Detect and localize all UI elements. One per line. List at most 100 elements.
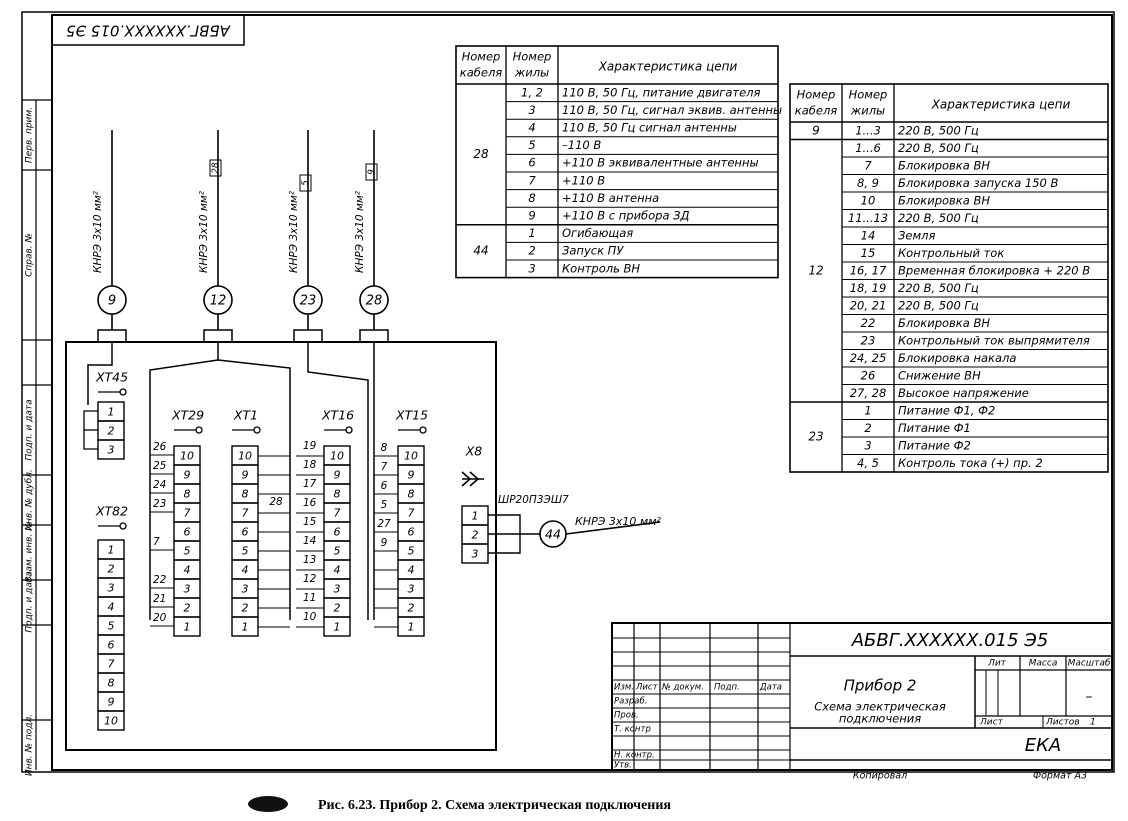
xt16-pin-label: 8: [334, 488, 341, 501]
rotated-doc-code: АБВГ.XXXXXX.015 Э5: [66, 22, 231, 40]
table-circuit-desc: 220 В, 500 Гц: [898, 211, 979, 225]
xt82-pin-label: 6: [108, 639, 115, 652]
xt1-pin-label: 9: [242, 469, 249, 482]
xt29-pin-label: 1: [184, 621, 191, 634]
xt29-pin-label: 5: [184, 545, 191, 558]
xt15-wire-number: 5: [381, 499, 388, 511]
xt16-pin-label: 3: [334, 583, 341, 596]
table-circuit-desc: Блокировка ВН: [898, 316, 990, 330]
binding-strip-label: Подп. и дата: [25, 399, 35, 460]
copied-by: Копировал: [853, 771, 907, 782]
cable-type-label: КНРЭ 3х10 мм²: [288, 190, 300, 273]
table-circuit-desc: 110 В, 50 Гц сигнал антенны: [562, 121, 737, 135]
harness-wire: [149, 342, 219, 620]
table-wire-number: 1, 2: [521, 85, 543, 99]
table-frame: [789, 83, 1109, 473]
binding-strip-label: Инв. № подл.: [25, 714, 35, 776]
xt15-pin-label: 8: [408, 488, 415, 501]
xt82-pin-label: 7: [108, 658, 115, 671]
xt29-wire-number: 25: [153, 460, 167, 472]
xt45-pin-label: 2: [108, 425, 115, 438]
xt1-pin-label: 8: [242, 488, 249, 501]
table-circuit-desc: Контроль ВН: [562, 261, 640, 275]
organization: ЕКА: [1025, 735, 1061, 756]
cable-tag-box: [209, 159, 222, 177]
xt82-pin-label: 4: [108, 601, 115, 614]
table-wire-number: 8, 9: [857, 176, 879, 190]
connector-name: X8: [465, 444, 483, 459]
table-header: кабеля: [795, 104, 838, 118]
xt29-pin-label: 8: [184, 488, 191, 501]
xt29-wire-number: 23: [153, 498, 166, 510]
xt82-pin-label: 2: [108, 563, 115, 576]
table-circuit-desc: Питание Ф2: [898, 438, 971, 452]
stamp-col-header: Лист: [635, 683, 659, 693]
xt82-pin-label: 10: [104, 715, 118, 728]
x8-pin-label: 1: [472, 510, 479, 523]
xt29-wire-number: 20: [153, 612, 167, 624]
stamp-role: Утв.: [614, 761, 632, 771]
stamp-header: Листов: [1045, 718, 1080, 728]
binding-strip-label: Справ. №: [25, 233, 35, 277]
xt15-pin-label: 10: [404, 450, 418, 463]
table-wire-number: 1...3: [855, 123, 881, 137]
doc-code: АБВГ.XXXXXX.015 Э5: [851, 630, 1049, 651]
table-wire-number: 3: [528, 261, 535, 275]
xt29-wire-number: 26: [153, 441, 167, 453]
binding-strip-label: Подп. и дата: [25, 571, 35, 632]
xt15-pin-label: 5: [408, 545, 415, 558]
stamp-role: Т. контр: [614, 725, 651, 735]
xt16-pin-label: 9: [334, 469, 341, 482]
x8-type-label: ШР20П3ЭШ7: [498, 494, 569, 506]
connectors: XT45123XT8212345678910XT2910987654321262…: [83, 342, 661, 731]
table-circuit-desc: Питание Ф1, Ф2: [898, 403, 995, 417]
table-circuit-desc: Питание Ф1: [898, 421, 971, 435]
cable-tag-box: [299, 174, 312, 192]
table-wire-number: 2: [528, 244, 535, 258]
connector-name: XT82: [95, 504, 128, 519]
table-wire-number: 22: [861, 316, 876, 330]
table-circuit-desc: 220 В, 500 Гц: [898, 123, 979, 137]
xt16-pin-label: 6: [334, 526, 341, 539]
xt16-wire-number: 15: [303, 516, 317, 528]
caption-blot: [248, 796, 288, 812]
cable-line: [565, 521, 661, 535]
stamp-header: Масштаб: [1068, 659, 1111, 669]
table-wire-number: 18, 19: [850, 281, 887, 295]
x8-pin-label: 3: [472, 548, 479, 561]
table-circuit-desc: 220 В, 500 Гц: [898, 298, 979, 312]
xt29-wire-number: 22: [153, 574, 167, 586]
connector-mark-circle: [345, 426, 353, 434]
stamp-header: Масса: [1029, 659, 1058, 669]
figure-caption: Рис. 6.23. Прибор 2. Схема электрическая…: [318, 798, 671, 813]
table-circuit-desc: Блокировка накала: [898, 351, 1016, 365]
table-header: Номер: [849, 88, 888, 102]
xt29-wire-number: 21: [153, 593, 166, 605]
table-circuit-desc: 110 В, 50 Гц, питание двигателя: [562, 85, 761, 99]
connector-mark-circle: [419, 426, 427, 434]
xt15-wire-number: 6: [381, 480, 388, 492]
drawing-type: подключения: [839, 712, 921, 726]
xt29-pin-label: 4: [184, 564, 191, 577]
xt16-wire-number: 11: [303, 592, 316, 604]
table-wire-number: 10: [861, 193, 876, 207]
table-wire-number: 6: [528, 156, 535, 170]
xt15-pin-label: 3: [408, 583, 415, 596]
cable-type-label: КНРЭ 3х10 мм²: [198, 190, 210, 273]
xt16-pin-label: 4: [334, 564, 341, 577]
xt1-pin-label: 2: [242, 602, 249, 615]
table-circuit-desc: Блокировка запуска 150 В: [898, 176, 1059, 190]
table-header: жилы: [514, 66, 549, 80]
xt29-pin-label: 7: [184, 507, 191, 520]
table-cable-number: 9: [812, 123, 820, 137]
table-wire-number: 7: [528, 173, 536, 187]
xt29-pin-label: 9: [184, 469, 191, 482]
xt16-pin-label: 7: [334, 507, 341, 520]
stamp-col-header: Подп.: [714, 683, 740, 693]
table-circuit-desc: Блокировка ВН: [898, 193, 990, 207]
table-wire-number: 20, 21: [850, 298, 887, 312]
table-header: Характеристика цепи: [931, 98, 1071, 112]
